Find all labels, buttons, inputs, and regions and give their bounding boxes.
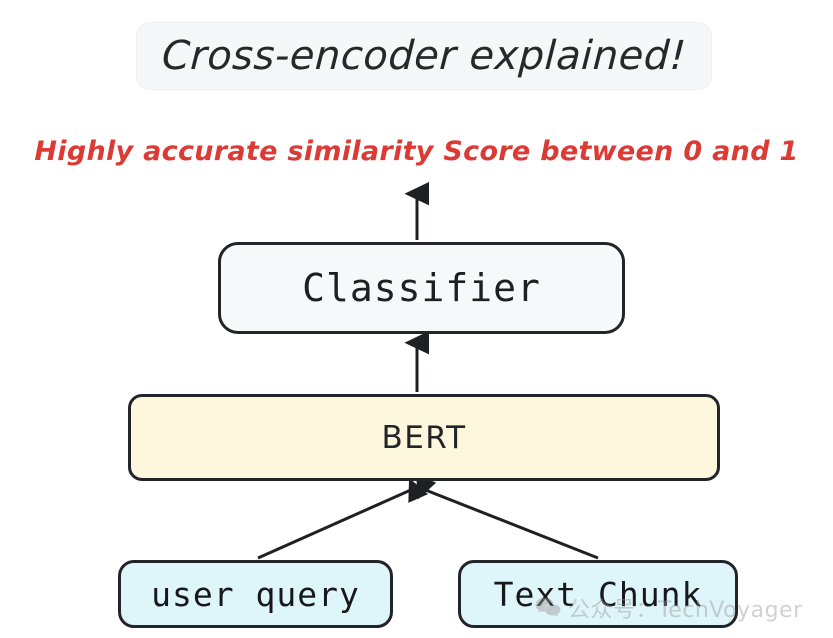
node-bert[interactable]: BERT <box>128 394 720 481</box>
node-text-chunk[interactable]: Text Chunk <box>458 560 738 628</box>
node-text-chunk-label: Text Chunk <box>493 574 703 614</box>
page-title: Cross-encoder explained! <box>160 33 688 79</box>
node-user-query-label: user query <box>151 574 360 614</box>
node-classifier-label: Classifier <box>302 266 541 310</box>
node-user-query[interactable]: user query <box>118 560 393 628</box>
arrow-textchunk-to-bert <box>416 474 599 560</box>
node-bert-label: BERT <box>381 419 467 456</box>
title-banner: Cross-encoder explained! <box>136 22 712 90</box>
node-classifier[interactable]: Classifier <box>218 242 625 334</box>
similarity-score-caption: Highly accurate similarity Score between… <box>34 136 799 167</box>
arrow-userquery-to-bert <box>257 477 429 560</box>
